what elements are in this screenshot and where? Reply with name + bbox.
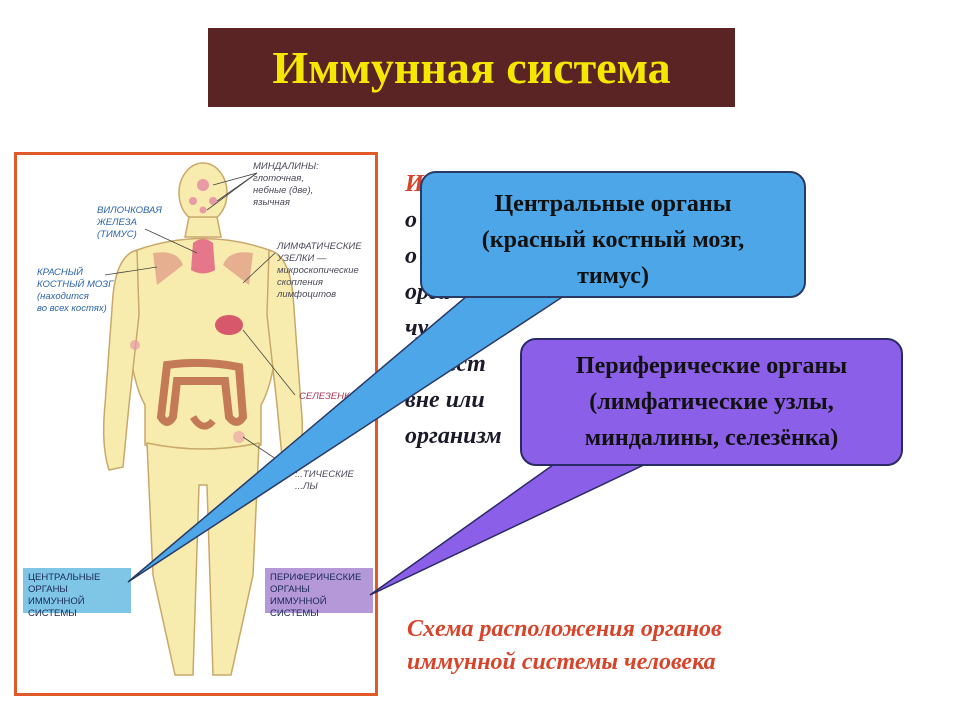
callout-peripheral-organs: Периферические органы (лимфатические узл… xyxy=(520,338,903,466)
label-thymus: ВИЛОЧКОВАЯ ЖЕЛЕЗА (ТИМУС) xyxy=(97,205,162,240)
caption-line-2: иммунной системы человека xyxy=(407,649,716,675)
body-diagram-panel: МИНДАЛИНЫ: глоточная, небные (две), языч… xyxy=(14,152,378,696)
body-text-line-1: И xyxy=(405,171,424,197)
callout-central-organs: Центральные органы (красный костный мозг… xyxy=(420,171,806,298)
callout-peripheral-line-3: миндалины, селезёнка) xyxy=(584,425,839,451)
legend-peripheral-organs: ПЕРИФЕРИЧЕСКИЕ ОРГАНЫ ИММУННОЙ СИСТЕМЫ xyxy=(265,568,373,619)
callout-peripheral-line-2: (лимфатические узлы, xyxy=(589,389,834,415)
callout-central-line-3: тимус) xyxy=(577,263,649,289)
legend-central-organs: ЦЕНТРАЛЬНЫЕ ОРГАНЫ ИММУННОЙ СИСТЕМЫ xyxy=(23,568,131,619)
label-tonsils: МИНДАЛИНЫ: глоточная, небные (две), языч… xyxy=(253,161,319,208)
callout-central-line-1: Центральные органы xyxy=(494,191,732,217)
label-red-marrow: КРАСНЫЙ КОСТНЫЙ МОЗГ (находится во всех … xyxy=(37,267,114,314)
label-spleen: СЕЛЕЗЕНКА xyxy=(299,391,356,402)
body-text-line-3: о xyxy=(405,243,417,269)
body-text-line-2: о xyxy=(405,207,417,233)
peripheral-pointer xyxy=(369,459,651,596)
page-title: Иммунная система xyxy=(208,28,735,107)
callout-central-line-2: (красный костный мозг, xyxy=(481,227,745,253)
label-lymph-nodules: ЛИМФАТИЧЕСКИЕ УЗЕЛКИ — микроскопические … xyxy=(277,241,362,300)
caption-line-1: Схема расположения органов xyxy=(407,616,722,642)
label-lymph-partial: ...ТИЧЕСКИЕ ...ЛЫ xyxy=(295,469,354,492)
callout-peripheral-line-1: Периферические органы xyxy=(575,353,848,379)
diagram-caption: Схема расположения органов иммунной сист… xyxy=(407,613,722,679)
